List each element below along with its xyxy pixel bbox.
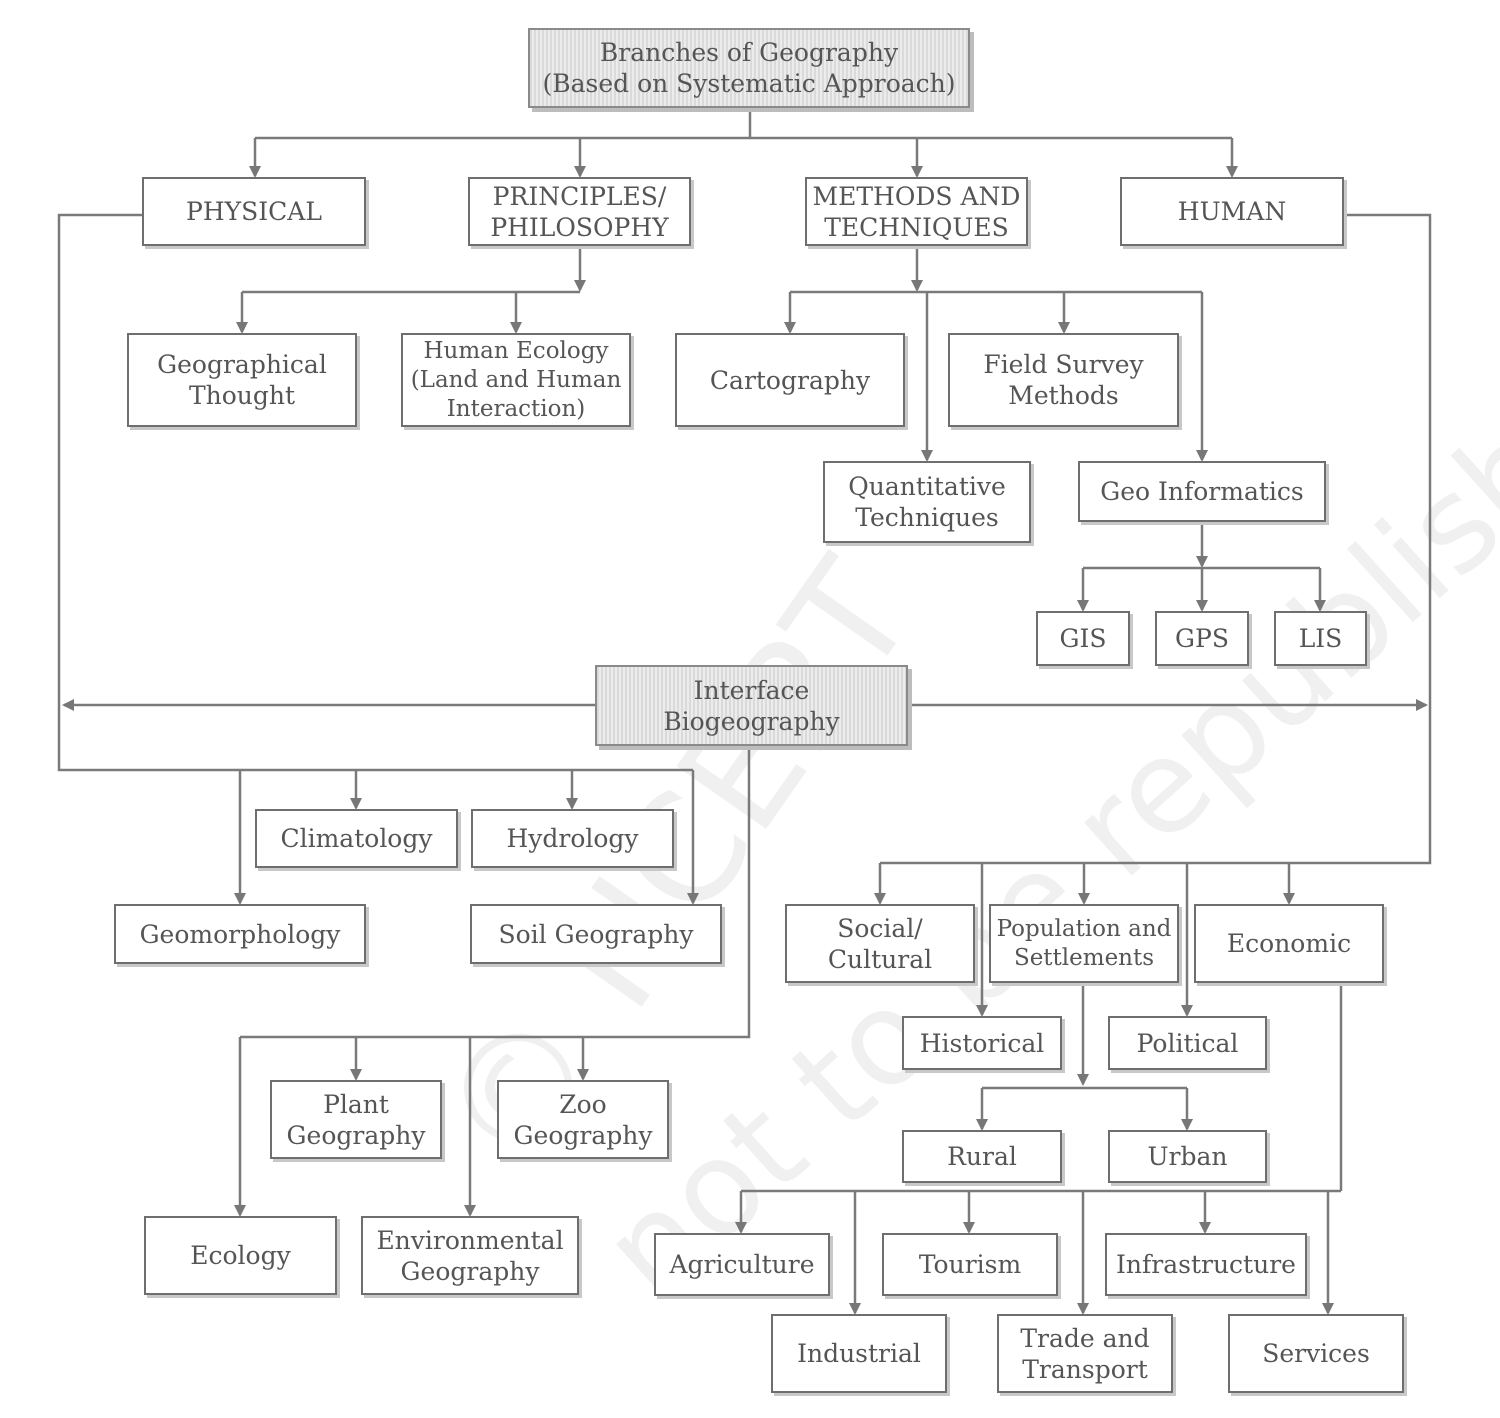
population-settlements-node: Population and Settlements xyxy=(989,904,1179,983)
methods-node: METHODS AND TECHNIQUES xyxy=(805,177,1028,246)
lis-node: LIS xyxy=(1274,611,1367,666)
historical-node: Historical xyxy=(902,1016,1062,1070)
tourism-node: Tourism xyxy=(882,1233,1058,1296)
ecology-node: Ecology xyxy=(144,1216,337,1295)
political-node: Political xyxy=(1108,1016,1267,1070)
geographical-thought-node: Geographical Thought xyxy=(127,333,357,427)
human-ecology-node: Human Ecology (Land and Human Interactio… xyxy=(401,333,631,427)
infrastructure-node: Infrastructure xyxy=(1105,1233,1307,1296)
physical-node: PHYSICAL xyxy=(142,177,366,246)
root-node: Branches of Geography (Based on Systemat… xyxy=(528,28,970,108)
connector-human-side xyxy=(880,213,1432,865)
environmental-geography-node: Environmental Geography xyxy=(361,1216,579,1295)
interface-biogeography-node: Interface Biogeography xyxy=(595,665,908,746)
soil-geography-node: Soil Geography xyxy=(470,904,722,964)
trade-transport-node: Trade and Transport xyxy=(997,1314,1173,1393)
economic-node: Economic xyxy=(1194,904,1384,983)
principles-node: PRINCIPLES/ PHILOSOPHY xyxy=(468,177,691,246)
social-cultural-node: Social/ Cultural xyxy=(785,904,975,983)
climatology-node: Climatology xyxy=(255,809,458,868)
industrial-node: Industrial xyxy=(771,1314,947,1393)
gis-node: GIS xyxy=(1036,611,1130,666)
zoo-geography-node: Zoo Geography xyxy=(497,1080,669,1159)
connector-physical-side xyxy=(57,213,693,772)
human-node: HUMAN xyxy=(1120,177,1344,246)
field-survey-node: Field Survey Methods xyxy=(948,333,1179,427)
plant-geography-node: Plant Geography xyxy=(270,1080,442,1159)
rural-node: Rural xyxy=(902,1130,1062,1183)
services-node: Services xyxy=(1228,1314,1404,1393)
geo-informatics-node: Geo Informatics xyxy=(1078,461,1326,522)
gps-node: GPS xyxy=(1155,611,1249,666)
quantitative-node: Quantitative Techniques xyxy=(823,461,1031,543)
cartography-node: Cartography xyxy=(675,333,905,427)
hydrology-node: Hydrology xyxy=(471,809,674,868)
connector-bio-trunk xyxy=(240,746,751,1039)
urban-node: Urban xyxy=(1108,1130,1267,1183)
agriculture-node: Agriculture xyxy=(654,1233,830,1296)
geomorphology-node: Geomorphology xyxy=(114,904,366,964)
